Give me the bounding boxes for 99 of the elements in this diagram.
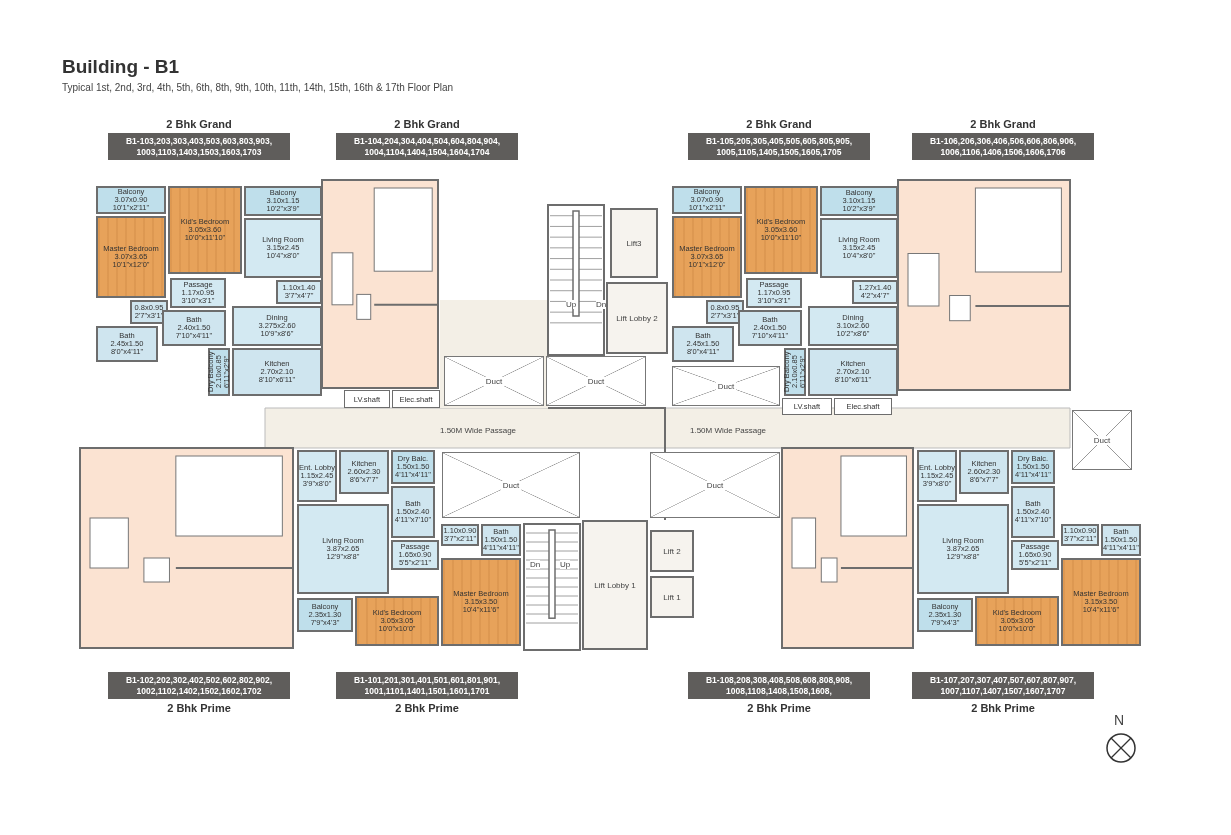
duct-area: [444, 356, 544, 406]
bedroom: [355, 596, 439, 646]
area-label: Lift Lobby 2: [616, 313, 658, 323]
lift-area: [650, 576, 694, 618]
room: [96, 326, 158, 362]
balcony: [297, 598, 353, 632]
unit-number-plate: B1-102,202,302,402,502,602,802,902, 1002,1102,1402,1502,1602,1702: [108, 672, 290, 700]
area-label: Duct: [585, 376, 607, 386]
shaft-box: [392, 390, 440, 408]
room: [339, 450, 389, 494]
unit-number-plate: B1-106,206,306,406,506,606,806,906, 1006,1106,1406,1506,1606,1706: [912, 133, 1094, 161]
area-label: Duct: [704, 480, 726, 490]
bedroom: [96, 216, 166, 298]
room: [852, 280, 898, 304]
room: [297, 504, 389, 594]
area-label: Lift 1: [663, 592, 681, 602]
balcony: [244, 186, 322, 216]
bedroom: [441, 558, 521, 646]
room: [130, 300, 168, 324]
subtitle: Typical 1st, 2nd, 3rd, 4th, 5th, 6th, 8th, 9th, 10th, 11th, 14th, 15th, 16th & 17th Floor Plan: [62, 82, 454, 93]
area-label: Duct: [500, 480, 522, 490]
area-label: Lift3: [626, 238, 642, 248]
room: [672, 326, 734, 362]
bedroom: [168, 186, 242, 274]
room: [1061, 524, 1099, 546]
shaft-box: [782, 398, 832, 415]
room: [808, 306, 898, 346]
unit-number-plate: B1-103,203,303,403,503,603,803,903, 1003,1103,1403,1503,1603,1703: [108, 133, 290, 161]
room: [1011, 486, 1055, 538]
room: [1101, 524, 1141, 556]
balcony: [391, 450, 435, 484]
unit-type-heading: 2 Bhk Grand: [394, 118, 460, 130]
room: [441, 524, 479, 546]
unit-type-heading: 2 Bhk Prime: [747, 702, 811, 715]
passage-label: 1.50M Wide Passage: [690, 426, 767, 435]
area-label: Duct: [483, 376, 505, 386]
duct-area: [650, 452, 780, 518]
unit-number-plate: B1-104,204,304,404,504,604,804,904, 1004,1104,1404,1504,1604,1704: [336, 133, 518, 161]
unit-number-plate: B1-101,201,301,401,501,601,801,901, 1001,1101,1401,1501,1601,1701: [336, 672, 518, 700]
unit-type-heading: 2 Bhk Prime: [167, 702, 231, 715]
bedroom: [744, 186, 818, 274]
area-label: Lift 2: [663, 546, 681, 556]
room: [738, 310, 802, 346]
balcony: [96, 186, 166, 214]
room: [232, 306, 322, 346]
unit-number-plate: B1-108,208,308,408,508,608,808,908, 1008,1108,1408,1508,1608,: [688, 672, 870, 700]
lift-area: [610, 208, 658, 278]
unit-number-plate: B1-105,205,305,405,505,605,805,905, 1005,1105,1405,1505,1605,1705: [688, 133, 870, 161]
room: [808, 348, 898, 396]
room: [746, 278, 802, 308]
room: [297, 450, 337, 502]
room: [820, 218, 898, 278]
room: [959, 450, 1009, 494]
shaft-box: [834, 398, 892, 415]
room: [391, 486, 435, 538]
unit-type-heading: 2 Bhk Grand: [970, 118, 1036, 130]
room: [232, 348, 322, 396]
stair-label: Dn: [596, 300, 607, 309]
balcony: [917, 598, 973, 632]
lift-area: [582, 520, 648, 650]
unit-number-plate: B1-107,207,307,407,507,607,807,907, 1007,1107,1407,1507,1607,1707: [912, 672, 1094, 700]
balcony: [672, 186, 742, 214]
area-label: Duct: [715, 381, 737, 391]
room: [162, 310, 226, 346]
duct-area: [442, 452, 580, 518]
area-label: Lift Lobby 1: [594, 580, 636, 590]
unit-type-heading: 2 Bhk Prime: [971, 702, 1035, 715]
stair-label: Up: [566, 300, 577, 309]
room: [481, 524, 521, 556]
duct-area: [1072, 410, 1132, 470]
passage-label: 1.50M Wide Passage: [440, 426, 517, 435]
room: [170, 278, 226, 308]
stair-label: Up: [560, 560, 571, 569]
shaft-box: [344, 390, 390, 408]
bedroom: [672, 216, 742, 298]
area-label: Duct: [1091, 435, 1113, 445]
room: [917, 504, 1009, 594]
bedroom: [975, 596, 1059, 646]
lift-area: [650, 530, 694, 572]
balcony: [820, 186, 898, 216]
room: [244, 218, 322, 278]
balcony: [1011, 450, 1055, 484]
north-label: N: [1114, 712, 1125, 728]
room: [276, 280, 322, 304]
balcony: [208, 348, 230, 396]
duct-area: [546, 356, 646, 406]
unit-type-heading: 2 Bhk Grand: [166, 118, 232, 130]
bedroom: [1061, 558, 1141, 646]
room: [706, 300, 744, 324]
room: [1011, 540, 1059, 570]
lift-area: [606, 282, 668, 354]
stair-label: Dn: [530, 560, 541, 569]
room: [391, 540, 439, 570]
unit-type-heading: 2 Bhk Prime: [395, 702, 459, 715]
duct-area: [672, 366, 780, 406]
title: Building - B1: [62, 56, 180, 78]
unit-type-heading: 2 Bhk Grand: [746, 118, 812, 130]
room: [917, 450, 957, 502]
balcony: [784, 348, 806, 396]
